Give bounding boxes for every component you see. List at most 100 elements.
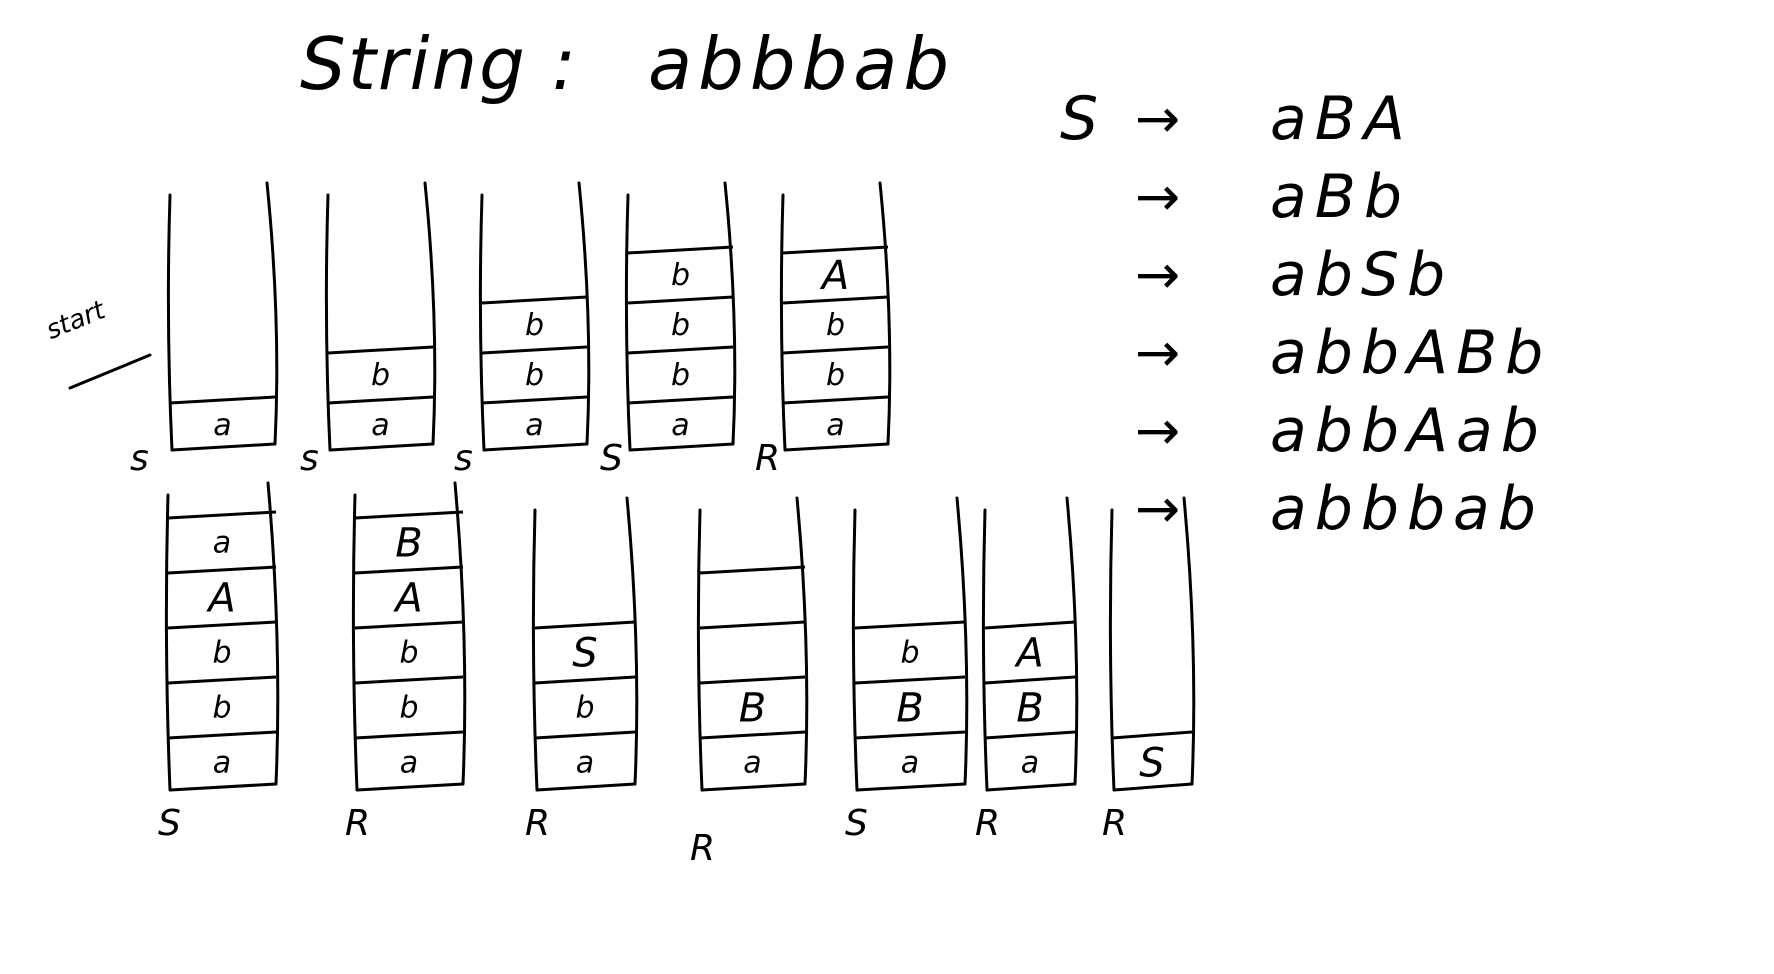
stack-bottom bbox=[329, 442, 434, 452]
stack-bottom bbox=[169, 782, 277, 792]
stack-cell-divider bbox=[1111, 730, 1193, 740]
stack-cell-symbol: b bbox=[399, 636, 418, 671]
stack-cell-divider bbox=[984, 675, 1076, 685]
stack-operation-label: R bbox=[690, 828, 715, 869]
derivation-rhs: abSb bbox=[1270, 240, 1454, 310]
stack-cell-symbol: b bbox=[575, 691, 594, 726]
stack-operation-label: R bbox=[755, 438, 780, 479]
stack-cell-symbol: A bbox=[819, 253, 849, 299]
stack-cell-divider bbox=[169, 395, 276, 405]
stack-left-wall bbox=[779, 193, 787, 452]
stack-cell-symbol: a bbox=[743, 746, 761, 781]
stack-cell-divider bbox=[167, 620, 277, 630]
stack-cell-divider bbox=[481, 395, 588, 405]
stack-cell-symbol: b bbox=[212, 636, 231, 671]
derivation-step: → abbAab bbox=[1060, 392, 1680, 470]
stack-cell-symbol: B bbox=[739, 686, 766, 732]
derivation-rhs: abbABb bbox=[1270, 318, 1552, 388]
stack-cell-symbol: a bbox=[525, 408, 543, 443]
stack-left-wall bbox=[1108, 508, 1116, 792]
start-underline bbox=[68, 353, 152, 390]
stack-cell-symbol: b bbox=[826, 308, 845, 343]
stack-cell-divider bbox=[167, 730, 277, 740]
stack-cell-symbol: a bbox=[371, 408, 389, 443]
stack-operation-label: R bbox=[525, 803, 550, 844]
stack-left-wall bbox=[696, 508, 704, 792]
stack-cell-symbol: A bbox=[205, 576, 235, 622]
stack-operation-label: R bbox=[1102, 803, 1127, 844]
derivation-step: → abbABb bbox=[1060, 314, 1680, 392]
stack-right-wall bbox=[878, 181, 892, 446]
stack-cell-symbol: b bbox=[671, 258, 690, 293]
stack-bottom bbox=[784, 442, 889, 452]
stack-cell-symbol: a bbox=[213, 408, 231, 443]
stack-left-wall bbox=[164, 493, 172, 792]
stack-cell-symbol: b bbox=[371, 358, 390, 393]
stack-operation-label: R bbox=[975, 803, 1000, 844]
stack-cell-symbol: a bbox=[826, 408, 844, 443]
stack-cell-divider bbox=[782, 395, 889, 405]
stack-cell-divider bbox=[481, 295, 588, 305]
stack-right-wall bbox=[1065, 496, 1079, 786]
stack-cell-symbol: a bbox=[400, 746, 418, 781]
derivation-step: → aBb bbox=[1060, 158, 1680, 236]
stack-cell-divider bbox=[782, 245, 889, 255]
stack-cell-symbol: b bbox=[671, 308, 690, 343]
stack-cell-divider bbox=[854, 730, 966, 740]
derivation-arrow: → bbox=[1135, 87, 1181, 150]
stack-cell-symbol: b bbox=[900, 636, 919, 671]
stack-cell-divider bbox=[854, 620, 966, 630]
derivation-rhs: aBA bbox=[1270, 84, 1413, 154]
title-label: String : bbox=[300, 22, 579, 106]
stack-bottom bbox=[856, 782, 966, 792]
stack-operation-label: S bbox=[600, 438, 623, 479]
derivation-step: → abSb bbox=[1060, 236, 1680, 314]
stack-operation-label: s bbox=[130, 438, 149, 479]
stack-cell-divider bbox=[481, 345, 588, 355]
stack-cell-symbol: B bbox=[395, 521, 422, 567]
stack-operation-label: s bbox=[300, 438, 319, 479]
stack-bottom bbox=[629, 442, 734, 452]
stack-cell-symbol: a bbox=[213, 746, 231, 781]
stack-cell-divider bbox=[699, 730, 806, 740]
stack-right-wall bbox=[625, 496, 639, 786]
stack-cell-divider bbox=[782, 295, 889, 305]
stack-cell-symbol: a bbox=[901, 746, 919, 781]
stack-cell-symbol: a bbox=[1021, 746, 1039, 781]
stack-cell-symbol: B bbox=[896, 686, 923, 732]
stack-left-wall bbox=[851, 508, 859, 792]
derivation-arrow: → bbox=[1135, 477, 1181, 540]
stack-cell-divider bbox=[854, 675, 966, 685]
stack-cell-divider bbox=[167, 565, 277, 575]
stack-bottom bbox=[483, 442, 588, 452]
stack-bottom bbox=[701, 782, 806, 792]
derivation-list: S → aBA → aBb → abSb → abbABb → abbAab →… bbox=[1060, 80, 1680, 548]
stack-bottom bbox=[1113, 782, 1193, 792]
stack-cell-divider bbox=[699, 620, 806, 630]
stack-cell-symbol: A bbox=[1013, 631, 1043, 677]
stack-right-wall bbox=[453, 481, 467, 786]
stack-cell-divider bbox=[984, 620, 1076, 630]
stack-right-wall bbox=[1182, 496, 1196, 786]
stack-right-wall bbox=[265, 181, 279, 446]
derivation-rhs: abbAab bbox=[1270, 396, 1547, 466]
stack-cell-divider bbox=[782, 345, 889, 355]
stack-left-wall bbox=[166, 193, 174, 452]
stack-left-wall bbox=[351, 493, 359, 792]
stack-cell-divider bbox=[627, 345, 734, 355]
input-string: abbbab bbox=[648, 22, 956, 106]
stack-right-wall bbox=[423, 181, 437, 446]
stack-cell-divider bbox=[327, 345, 434, 355]
derivation-arrow: → bbox=[1135, 243, 1181, 306]
stack-cell-symbol: b bbox=[525, 358, 544, 393]
derivation-step: → abbbab bbox=[1060, 470, 1680, 548]
stack-cell-symbol: b bbox=[671, 358, 690, 393]
stack-cell-divider bbox=[354, 510, 464, 520]
stack-cell-divider bbox=[627, 395, 734, 405]
stack-cell-symbol: S bbox=[572, 631, 597, 677]
stack-cell-divider bbox=[327, 395, 434, 405]
stack-bottom bbox=[536, 782, 636, 792]
stack-right-wall bbox=[723, 181, 737, 446]
derivation-step: S → aBA bbox=[1060, 80, 1680, 158]
